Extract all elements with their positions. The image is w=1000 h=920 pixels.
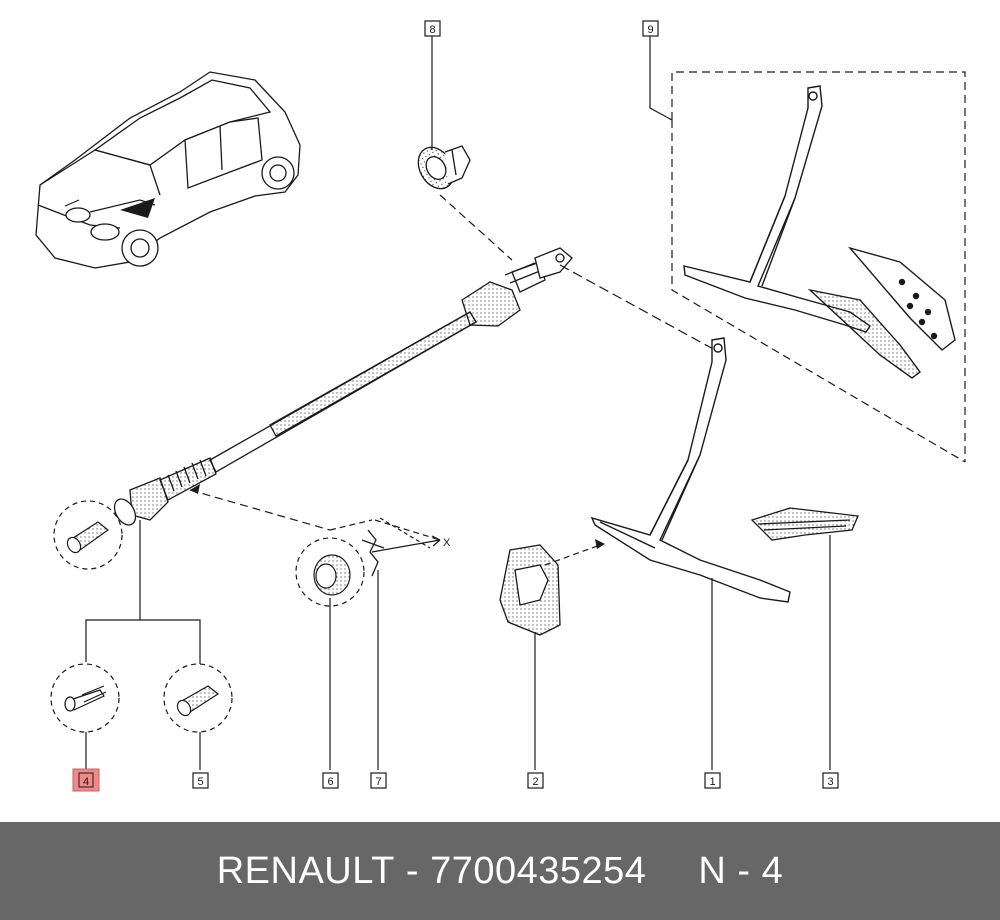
axis-x-label: X (443, 537, 451, 549)
callout-1-label: 1 (709, 776, 715, 788)
part-5-bush (163, 663, 233, 733)
callout-7[interactable]: 7 (370, 772, 387, 789)
brand-name: RENAULT (216, 849, 395, 892)
part-1-pedal (590, 337, 791, 603)
callout-2[interactable]: 2 (527, 772, 544, 789)
part-6-bush (295, 537, 365, 607)
part-3-pedal-pad (750, 507, 859, 541)
callout-5[interactable]: 5 (192, 772, 209, 789)
callout-3[interactable]: 3 (822, 772, 839, 789)
callout-1[interactable]: 1 (704, 772, 721, 789)
parts-diagram: X (35, 20, 966, 792)
part-lower-end-detail (53, 500, 123, 570)
part-4-pin (50, 663, 120, 733)
callout-6[interactable]: 6 (322, 772, 339, 789)
part-2-bracket (499, 544, 561, 636)
callout-4-label: 4 (83, 776, 89, 788)
part-9-pedal-assembly (683, 85, 956, 379)
callout-8-label: 8 (429, 24, 435, 36)
callout-6-label: 6 (327, 776, 333, 788)
part-8-grommet (417, 145, 471, 190)
callout-4[interactable]: 4 (72, 768, 100, 792)
assembly-dashed-leaders (189, 71, 966, 566)
callout-8[interactable]: 8 (424, 20, 441, 37)
part-7-clip (361, 529, 385, 577)
part-footer-bar: RENAULT - 7700435254 N - 4 (0, 822, 1000, 920)
footer-dash: - (405, 849, 419, 892)
callout-9-label: 9 (647, 24, 653, 36)
part-number: 7700435254 (430, 849, 647, 892)
callout-leaders (85, 36, 831, 770)
callout-5-label: 5 (197, 776, 203, 788)
car-illustration (35, 71, 301, 269)
position-code: N - 4 (698, 849, 784, 892)
callout-2-label: 2 (532, 776, 538, 788)
callout-9[interactable]: 9 (642, 20, 659, 37)
callout-3-label: 3 (827, 776, 833, 788)
callout-7-label: 7 (375, 776, 381, 788)
axis-x-marker (371, 517, 441, 553)
leader-8-dashed (439, 194, 513, 261)
clutch-cable (113, 247, 573, 526)
